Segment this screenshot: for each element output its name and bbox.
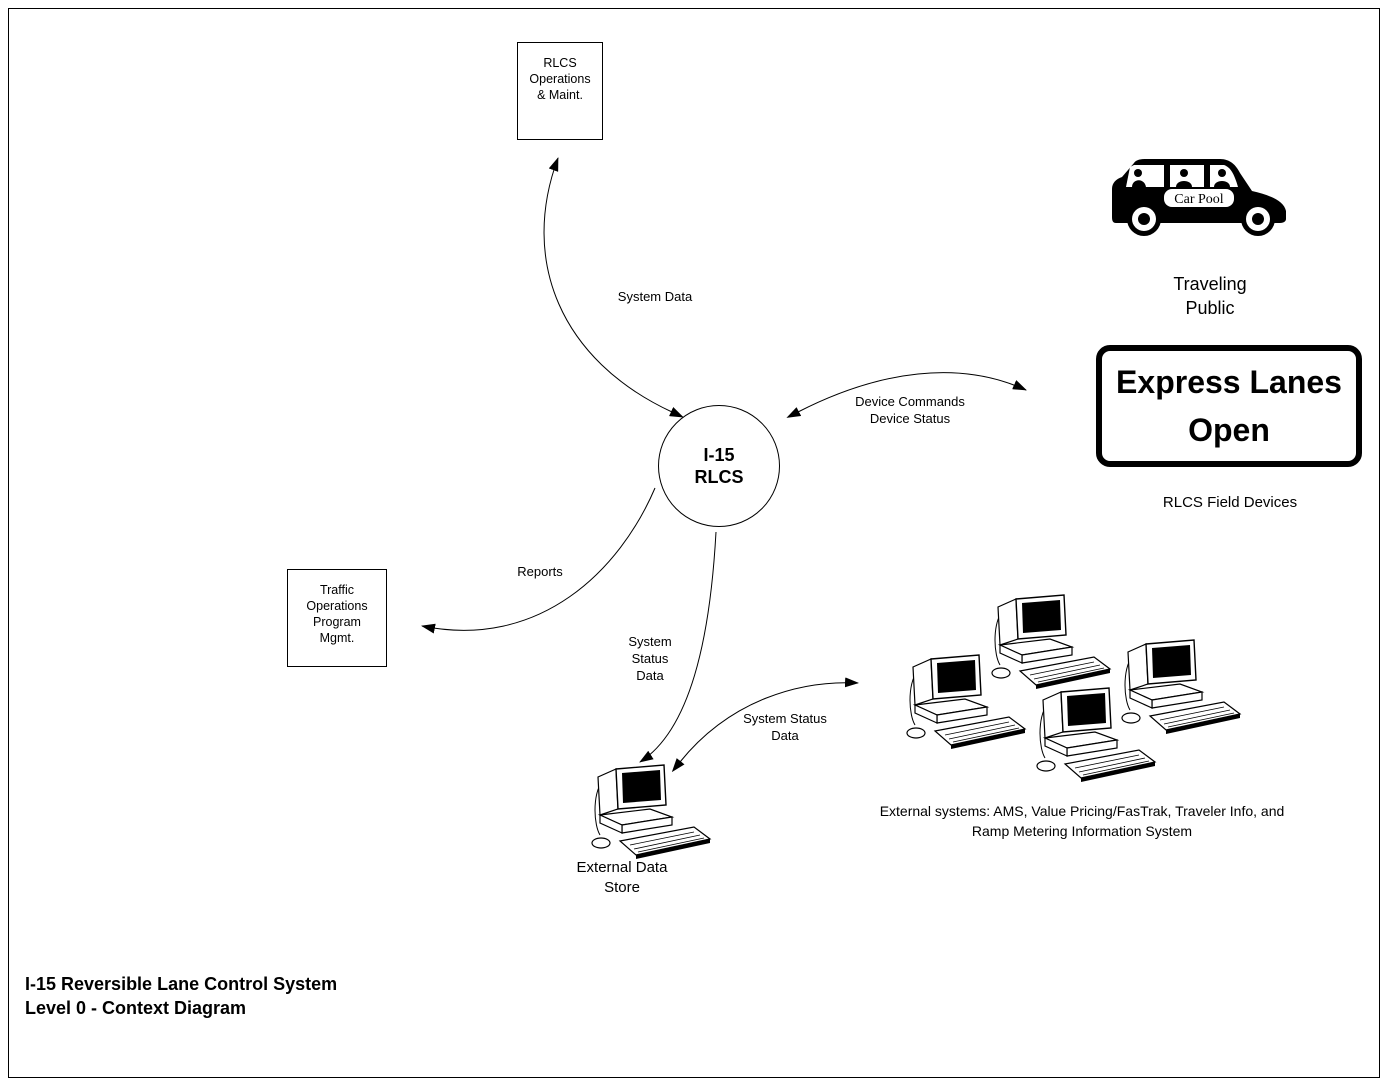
- express-lanes-sign-text: Express Lanes Open: [1116, 364, 1342, 448]
- carpool-label: Car Pool: [1174, 192, 1224, 207]
- flow-device-commands: Device Commands Device Status: [855, 394, 965, 426]
- traffic-operations-label: Traffic Operations Program Mgmt.: [306, 583, 368, 645]
- flow-reports: Reports: [517, 564, 563, 579]
- caption-title: I-15 Reversible Lane Control System: [25, 974, 338, 994]
- rlcs-field-devices-label: RLCS Field Devices: [1162, 494, 1298, 511]
- i15-rlcs-label: I-15 RLCS: [694, 445, 744, 487]
- computer-workstation-icon: [1036, 687, 1156, 783]
- external-systems-label: External systems: AMS, Value Pricing/Fas…: [879, 803, 1285, 839]
- flow-system-status-data-external: System Status Data: [743, 711, 827, 743]
- carpool-van-icon: Car Pool: [1112, 159, 1286, 236]
- i15-rlcs-process: I-15 RLCS: [658, 405, 780, 527]
- caption-subtitle: Level 0 - Context Diagram: [25, 998, 247, 1018]
- flow-system-status-data: System Status Data: [628, 634, 672, 683]
- computer-workstation-icon: [591, 764, 711, 860]
- traveling-public-label: Traveling Public: [1173, 274, 1247, 318]
- external-data-store-label: External Data Store: [576, 859, 668, 896]
- diagram-caption: I-15 Reversible Lane Control System Leve…: [25, 972, 337, 1020]
- flow-system-data: System Data: [617, 289, 693, 304]
- rlcs-operations-maint-box: RLCS Operations & Maint.: [517, 42, 603, 140]
- express-lanes-sign: Express Lanes Open: [1096, 345, 1362, 467]
- traffic-operations-box: Traffic Operations Program Mgmt.: [287, 569, 387, 667]
- computer-workstation-icon: [991, 594, 1111, 690]
- computer-workstation-icon: [1121, 639, 1241, 735]
- rlcs-operations-maint-label: RLCS Operations & Maint.: [529, 56, 591, 102]
